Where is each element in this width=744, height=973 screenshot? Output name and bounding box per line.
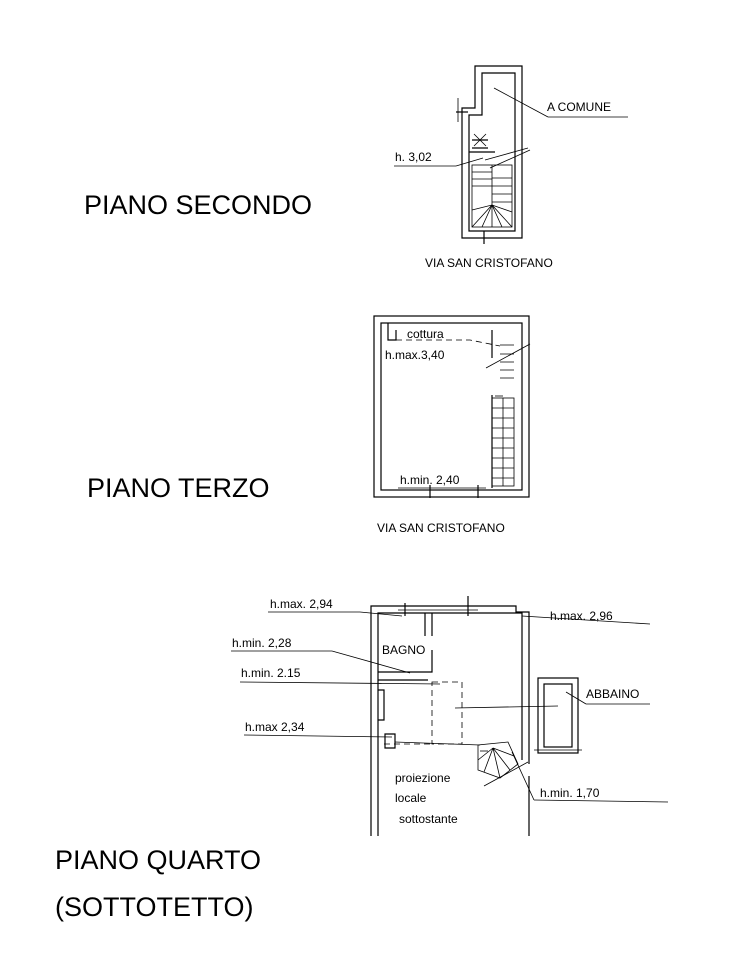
fourth-floor-subtitle: (SOTTOTETTO) (55, 892, 254, 922)
hmax-234-label: h.max 2,34 (245, 720, 305, 734)
cooking-label: cottura (407, 327, 444, 341)
second-floor-plan: PIANO SECONDO A COMUNE h. 3,02 VIA SAN C… (84, 65, 628, 270)
common-label: A COMUNE (547, 100, 611, 114)
third-floor-plan: PIANO TERZO cottura h.max.3,40 h.min. 2,… (87, 315, 531, 535)
second-floor-title: PIANO SECONDO (84, 190, 312, 220)
hmax-label: h.max.3,40 (385, 348, 445, 362)
third-floor-title: PIANO TERZO (87, 473, 270, 503)
hmin-170-label: h.min. 1,70 (540, 786, 600, 800)
hmax-296-label: h.max. 2,96 (550, 609, 613, 623)
projection-line1: proiezione (395, 771, 451, 785)
fourth-floor-plan: PIANO QUARTO (SOTTOTETTO) (55, 596, 669, 922)
street-label: VIA SAN CRISTOFANO (377, 521, 505, 535)
hmin-215-label: h.min. 2.15 (241, 666, 301, 680)
fourth-floor-title: PIANO QUARTO (55, 845, 261, 875)
height-label: h. 3,02 (395, 150, 432, 164)
bathroom-label: BAGNO (382, 643, 425, 657)
projection-line3: sottostante (399, 812, 458, 826)
hmax-294-label: h.max. 2,94 (270, 597, 333, 611)
hmin-228-label: h.min. 2,28 (232, 636, 292, 650)
street-label: VIA SAN CRISTOFANO (425, 256, 553, 270)
hmin-label: h.min. 2,40 (400, 473, 460, 487)
dormer-label: ABBAINO (586, 687, 639, 701)
projection-line2: locale (395, 791, 427, 805)
